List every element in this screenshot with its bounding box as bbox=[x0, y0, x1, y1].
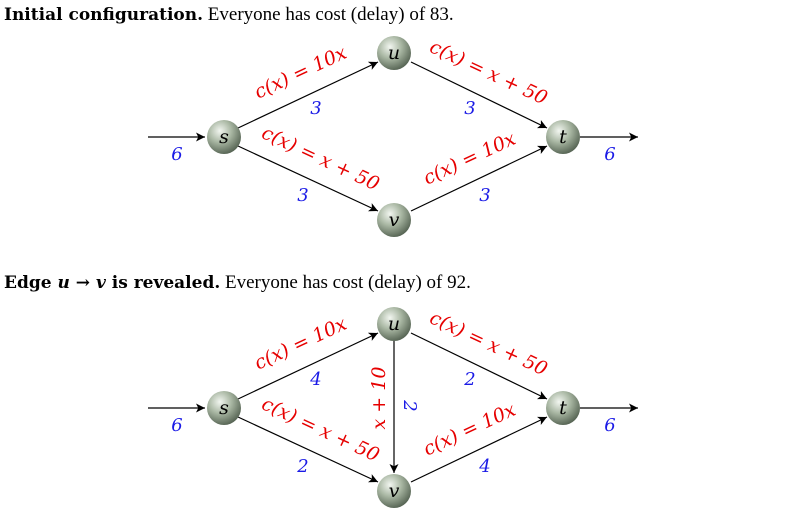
caption-initial-text: Everyone has cost (delay) of 83. bbox=[203, 4, 454, 25]
top-node-s: s bbox=[207, 120, 241, 154]
caption-revealed-suffix: is revealed. bbox=[105, 273, 221, 293]
bottom-network: s u v t 6 6 c(x) = 10x 4 c(x) = x + 50 2… bbox=[148, 307, 638, 508]
caption-revealed-bold: Edge u → v is revealed. bbox=[4, 273, 220, 293]
top-node-t: t bbox=[546, 120, 580, 154]
bottom-cost-uv: x + 10 bbox=[368, 367, 390, 430]
svg-text:u: u bbox=[388, 313, 400, 335]
bottom-out-flow: 6 bbox=[604, 415, 615, 436]
svg-text:v: v bbox=[389, 209, 400, 231]
bottom-edge-sv bbox=[237, 416, 379, 483]
bottom-in-flow: 6 bbox=[171, 415, 182, 436]
bottom-node-u: u bbox=[377, 307, 411, 341]
top-flow-ut: 3 bbox=[464, 98, 475, 119]
bottom-flow-sv: 2 bbox=[296, 456, 308, 477]
caption-revealed-text: Everyone has cost (delay) of 92. bbox=[220, 272, 471, 293]
caption-revealed: Edge u → v is revealed. Everyone has cos… bbox=[4, 272, 471, 294]
bottom-flow-vt: 4 bbox=[478, 456, 490, 477]
top-edge-su bbox=[237, 61, 379, 129]
bottom-node-v: v bbox=[377, 474, 411, 508]
svg-text:u: u bbox=[388, 42, 400, 64]
bottom-flow-su: 4 bbox=[309, 369, 321, 390]
top-network: s u v t 6 6 c(x) = 10x 3 c(x) = x + 50 3… bbox=[148, 36, 638, 237]
top-cost-su: c(x) = 10x bbox=[251, 42, 350, 104]
bottom-cost-vt: c(x) = 10x bbox=[420, 399, 519, 461]
caption-node-v: v bbox=[95, 273, 106, 293]
bottom-node-t: t bbox=[546, 391, 580, 425]
caption-revealed-prefix: Edge bbox=[4, 273, 58, 293]
bottom-cost-su: c(x) = 10x bbox=[251, 313, 350, 375]
top-flow-su: 3 bbox=[310, 98, 321, 119]
top-cost-vt: c(x) = 10x bbox=[420, 128, 519, 190]
bottom-edge-su bbox=[237, 332, 379, 400]
bottom-cost-ut: c(x) = x + 50 bbox=[426, 307, 550, 381]
bottom-edge-vt bbox=[410, 416, 548, 483]
caption-initial-bold: Initial configuration. bbox=[4, 5, 204, 25]
caption-arrow: → bbox=[69, 273, 96, 293]
svg-text:t: t bbox=[559, 126, 567, 148]
top-node-u: u bbox=[377, 36, 411, 70]
top-edge-vt bbox=[410, 145, 548, 212]
caption-node-u: u bbox=[57, 273, 70, 293]
svg-text:v: v bbox=[389, 480, 400, 502]
top-node-v: v bbox=[377, 203, 411, 237]
top-edge-ut bbox=[410, 61, 548, 129]
top-edge-sv bbox=[237, 145, 379, 212]
top-out-flow: 6 bbox=[604, 144, 615, 165]
svg-text:s: s bbox=[219, 126, 229, 148]
top-flow-sv: 3 bbox=[297, 185, 308, 206]
bottom-flow-ut: 2 bbox=[463, 369, 475, 390]
top-in-flow: 6 bbox=[171, 144, 182, 165]
svg-text:s: s bbox=[219, 397, 229, 419]
bottom-edge-ut bbox=[410, 332, 548, 400]
top-cost-ut: c(x) = x + 50 bbox=[426, 36, 550, 110]
bottom-node-s: s bbox=[207, 391, 241, 425]
top-flow-vt: 3 bbox=[479, 185, 490, 206]
caption-initial: Initial configuration. Everyone has cost… bbox=[4, 4, 454, 26]
svg-text:t: t bbox=[559, 397, 567, 419]
bottom-flow-uv: 2 bbox=[399, 399, 420, 411]
